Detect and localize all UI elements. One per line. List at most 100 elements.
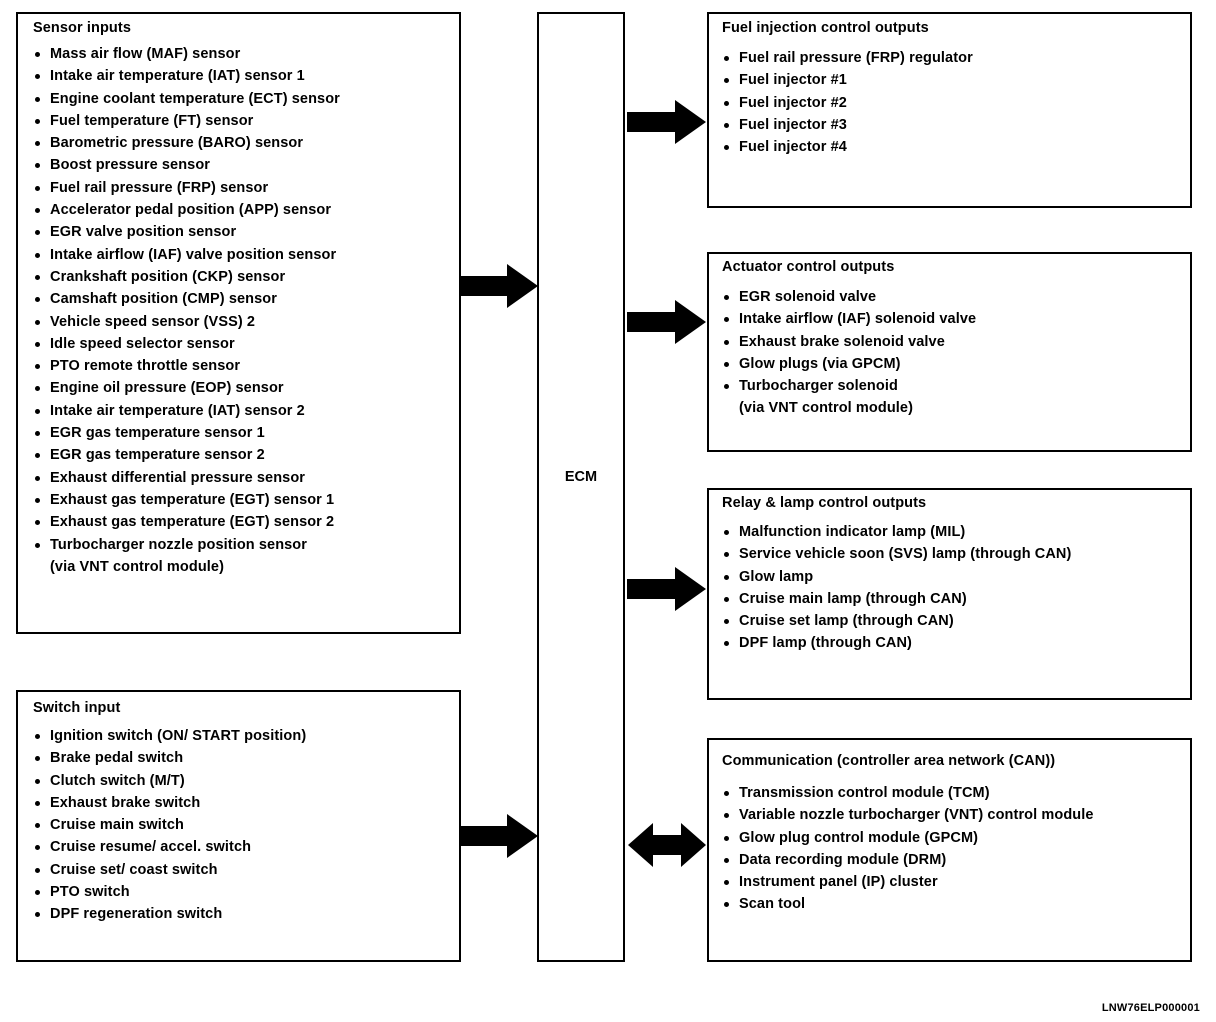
switch-input-item-label: DPF regeneration switch (50, 906, 223, 923)
relay-lamp-outputs-item: Malfunction indicator lamp (MIL) (722, 521, 1177, 543)
sensor-inputs-item-label: Crankshaft position (CKP) sensor (50, 268, 286, 285)
sensor-inputs-item: EGR gas temperature sensor 1 (33, 422, 443, 444)
communication-item-label: Instrument panel (IP) cluster (739, 874, 938, 891)
switch-input-item: Ignition switch (ON/ START position) (33, 725, 443, 747)
sensor-inputs-item: Exhaust gas temperature (EGT) sensor 2 (33, 511, 443, 533)
fuel-injection-outputs-item-label: Fuel injector #2 (739, 94, 847, 111)
switch-input-item-label: Cruise resume/ accel. switch (50, 839, 252, 856)
relay-lamp-outputs-item: Glow lamp (722, 566, 1177, 588)
communication-box (707, 738, 1192, 962)
fuel-injection-outputs-item-label: Fuel injector #1 (739, 72, 847, 89)
sensor-inputs-item-label: PTO remote throttle sensor (50, 358, 241, 375)
relay-lamp-outputs-item: Service vehicle soon (SVS) lamp (through… (722, 543, 1177, 565)
fuel-injection-outputs-item-label: Fuel injector #4 (739, 139, 847, 156)
fuel-injection-outputs-item: Fuel injector #1 (722, 69, 1177, 91)
sensor-inputs-item-label: Engine coolant temperature (ECT) sensor (50, 90, 340, 107)
fuel-injection-outputs-item: Fuel rail pressure (FRP) regulator (722, 47, 1177, 69)
sensor-inputs-item: Exhaust differential pressure sensor (33, 467, 443, 489)
sensor-inputs-item: Intake airflow (IAF) valve position sens… (33, 244, 443, 266)
switch-input-item-label: Brake pedal switch (50, 750, 184, 767)
sensor-inputs-item-label: Idle speed selector sensor (50, 335, 235, 352)
actuator-outputs-item: EGR solenoid valve (722, 286, 1177, 308)
sensor-inputs-item: Turbocharger nozzle position sensor(via … (33, 534, 443, 579)
relay-lamp-outputs-item: DPF lamp (through CAN) (722, 632, 1177, 654)
switch-input-item: Cruise resume/ accel. switch (33, 836, 443, 858)
communication-title: Communication (controller area network (… (722, 753, 1056, 769)
switch-input-item: PTO switch (33, 881, 443, 903)
actuator-outputs-item: Exhaust brake solenoid valve (722, 331, 1177, 353)
sensor-inputs-item-label: Exhaust gas temperature (EGT) sensor 2 (50, 514, 335, 531)
sensor-inputs-item: EGR valve position sensor (33, 221, 443, 243)
switch-input-item-label: PTO switch (50, 884, 130, 901)
arrow-sensor-inputs-to-ecm (461, 262, 539, 310)
sensor-inputs-item-label: Fuel rail pressure (FRP) sensor (50, 179, 269, 196)
communication-item: Transmission control module (TCM) (722, 782, 1177, 804)
sensor-inputs-item: Mass air flow (MAF) sensor (33, 43, 443, 65)
sensor-inputs-item-label: Engine oil pressure (EOP) sensor (50, 380, 284, 397)
switch-input-item: Cruise main switch (33, 814, 443, 836)
arrow-ecm-to-actuator-outputs (627, 298, 707, 346)
switch-input-item-label: Exhaust brake switch (50, 794, 201, 811)
relay-lamp-outputs-item: Cruise main lamp (through CAN) (722, 588, 1177, 610)
sensor-inputs-item-label: Mass air flow (MAF) sensor (50, 46, 241, 62)
communication-item-label: Transmission control module (TCM) (739, 785, 990, 801)
communication-item-label: Variable nozzle turbocharger (VNT) contr… (739, 807, 1094, 824)
sensor-inputs-item: Crankshaft position (CKP) sensor (33, 266, 443, 288)
switch-input-list: Ignition switch (ON/ START position) Brak… (33, 725, 443, 926)
sensor-inputs-item-label: Accelerator pedal position (APP) sensor (50, 202, 332, 219)
relay-lamp-outputs-item-label: DPF lamp (through CAN) (739, 635, 912, 652)
sensor-inputs-box (16, 12, 461, 634)
ecm-label: ECM (564, 469, 598, 485)
relay-lamp-outputs-box (707, 488, 1192, 700)
switch-input-item-label: Ignition switch (ON/ START position) (50, 728, 307, 744)
sensor-inputs-item-label: Camshaft position (CMP) sensor (50, 291, 277, 308)
switch-input-item: Brake pedal switch (33, 747, 443, 769)
actuator-outputs-item-label: EGR solenoid valve (739, 289, 877, 305)
communication-list: Transmission control module (TCM) Variabl… (722, 782, 1177, 916)
sensor-inputs-item: Accelerator pedal position (APP) sensor (33, 199, 443, 221)
sensor-inputs-item-label: Exhaust gas temperature (EGT) sensor 1 (50, 491, 335, 508)
sensor-inputs-item: Intake air temperature (IAT) sensor 1 (33, 65, 443, 87)
actuator-outputs-item-label: Turbocharger solenoid (739, 378, 898, 395)
sensor-inputs-item-label: Boost pressure sensor (50, 157, 211, 174)
sensor-inputs-item-label: EGR gas temperature sensor 1 (50, 425, 265, 442)
actuator-outputs-item-label: Glow plugs (via GPCM) (739, 355, 901, 372)
sensor-inputs-item-label: Exhaust differential pressure sensor (50, 469, 306, 486)
switch-input-item: DPF regeneration switch (33, 903, 443, 925)
sensor-inputs-item-label: Barometric pressure (BARO) sensor (50, 135, 304, 152)
switch-input-item: Exhaust brake switch (33, 792, 443, 814)
figure-code: LNW76ELP000001 (1101, 1002, 1200, 1014)
sensor-inputs-item-continuation: (via VNT control module) (50, 558, 224, 575)
actuator-outputs-item-label: Intake airflow (IAF) solenoid valve (739, 311, 977, 328)
communication-item: Variable nozzle turbocharger (VNT) contr… (722, 804, 1177, 826)
communication-item-label: Data recording module (DRM) (739, 851, 947, 868)
arrow-switch-input-to-ecm (461, 812, 539, 860)
sensor-inputs-item-label: EGR gas temperature sensor 2 (50, 447, 265, 464)
communication-item: Scan tool (722, 893, 1177, 915)
communication-item-label: Scan tool (739, 896, 806, 913)
actuator-outputs-item-continuation: (via VNT control module) (739, 400, 913, 417)
actuator-outputs-item: Glow plugs (via GPCM) (722, 353, 1177, 375)
sensor-inputs-item: Boost pressure sensor (33, 154, 443, 176)
communication-item-label: Glow plug control module (GPCM) (739, 829, 979, 846)
actuator-outputs-item: Turbocharger solenoid (via VNT control mo… (722, 375, 1177, 420)
fuel-injection-outputs-item-label: Fuel rail pressure (FRP) regulator (739, 50, 973, 66)
sensor-inputs-item: EGR gas temperature sensor 2 (33, 444, 443, 466)
switch-input-item-label: Clutch switch (M/T) (50, 772, 185, 789)
sensor-inputs-item-label: Intake air temperature (IAT) sensor 2 (50, 402, 305, 419)
actuator-outputs-box (707, 252, 1192, 452)
relay-lamp-outputs-title: Relay & lamp control outputs (722, 495, 927, 511)
arrow-ecm-communication-bidirectional (627, 820, 707, 870)
sensor-inputs-item-label: Fuel temperature (FT) sensor (50, 112, 254, 129)
relay-lamp-outputs-item-label: Cruise main lamp (through CAN) (739, 590, 967, 607)
relay-lamp-outputs-item: Cruise set lamp (through CAN) (722, 610, 1177, 632)
sensor-inputs-item: Engine coolant temperature (ECT) sensor (33, 88, 443, 110)
communication-item: Data recording module (DRM) (722, 849, 1177, 871)
sensor-inputs-item: Idle speed selector sensor (33, 333, 443, 355)
sensor-inputs-item-label: Intake airflow (IAF) valve position sens… (50, 246, 337, 263)
fuel-injection-outputs-item-label: Fuel injector #3 (739, 116, 847, 133)
arrow-ecm-to-fuel-injection-outputs (627, 98, 707, 146)
actuator-outputs-title: Actuator control outputs (722, 259, 895, 275)
